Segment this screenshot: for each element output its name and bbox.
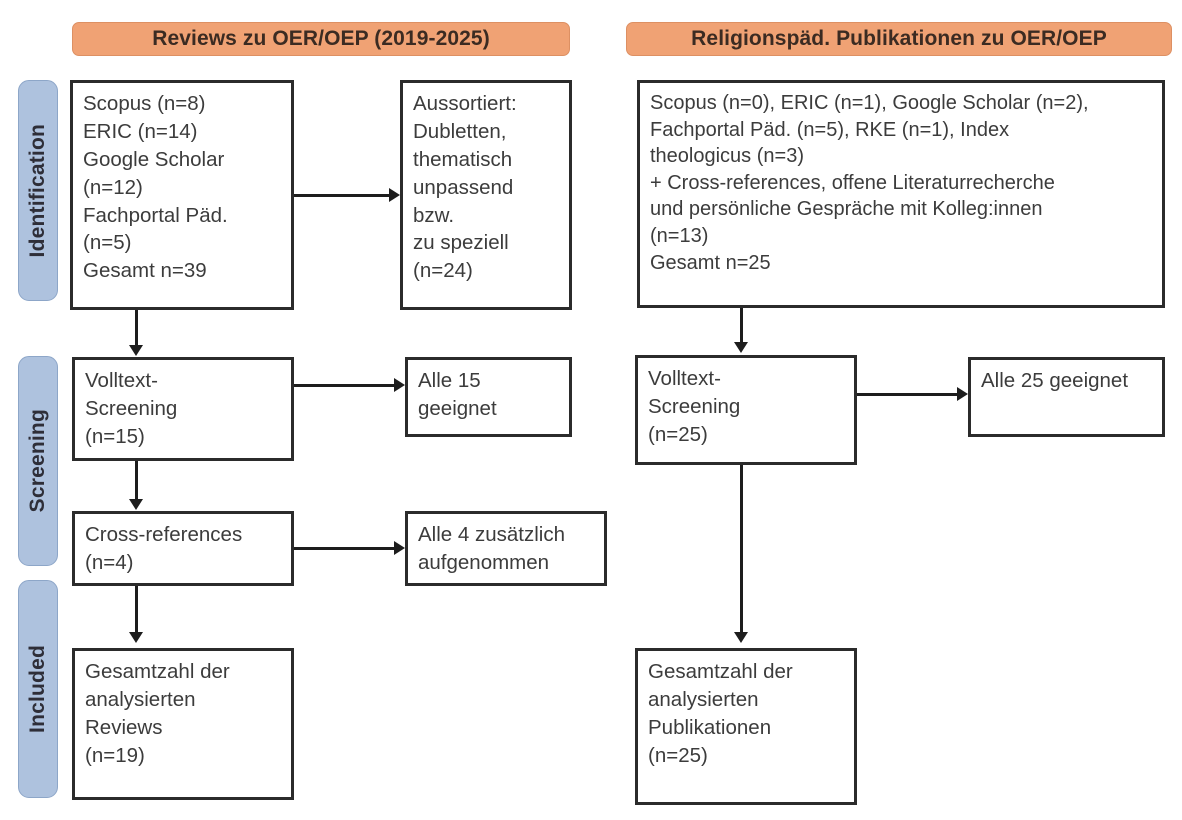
connector-reviews-crossrefs-to-included	[135, 586, 138, 632]
column-header-publications: Religionspäd. Publikationen zu OER/OEP	[626, 22, 1172, 56]
column-header-reviews: Reviews zu OER/OEP (2019-2025)	[72, 22, 570, 56]
box-publications-fulltext-result: Alle 25 geeignet	[968, 357, 1165, 437]
stage-bar-screening: Screening	[18, 356, 58, 566]
connector-reviews-fulltext-to-crossrefs	[135, 461, 138, 499]
arrowhead-publications-sources-to-fulltext	[734, 342, 748, 353]
arrowhead-publications-fulltext-to-result	[957, 387, 968, 401]
stage-bar-identification: Identification	[18, 80, 58, 301]
stage-bar-identification-label: Identification	[26, 123, 49, 258]
arrowhead-reviews-sources-to-fulltext	[129, 345, 143, 356]
connector-reviews-sources-to-fulltext	[135, 310, 138, 345]
box-publications-sources: Scopus (n=0), ERIC (n=1), Google Scholar…	[637, 80, 1165, 308]
connector-reviews-fulltext-to-result	[294, 384, 394, 387]
arrowhead-publications-fulltext-to-included	[734, 632, 748, 643]
arrowhead-reviews-sources-to-excluded	[389, 188, 400, 202]
stage-bar-included: Included	[18, 580, 58, 798]
box-publications-fulltext-screening: Volltext- Screening (n=25)	[635, 355, 857, 465]
connector-publications-fulltext-to-included	[740, 465, 743, 632]
stage-bar-screening-label: Screening	[26, 409, 49, 513]
box-reviews-fulltext-result: Alle 15 geeignet	[405, 357, 572, 437]
connector-publications-sources-to-fulltext	[740, 308, 743, 342]
arrowhead-reviews-fulltext-to-crossrefs	[129, 499, 143, 510]
arrowhead-reviews-crossrefs-to-included	[129, 632, 143, 643]
connector-reviews-sources-to-excluded	[294, 194, 389, 197]
box-reviews-included-total: Gesamtzahl der analysierten Reviews (n=1…	[72, 648, 294, 800]
box-publications-included-total: Gesamtzahl der analysierten Publikatione…	[635, 648, 857, 805]
box-reviews-excluded: Aussortiert: Dubletten, thematisch unpas…	[400, 80, 572, 310]
arrowhead-reviews-crossrefs-to-result	[394, 541, 405, 555]
connector-publications-fulltext-to-result	[857, 393, 957, 396]
box-reviews-cross-references-result: Alle 4 zusätzlich aufgenommen	[405, 511, 607, 586]
connector-reviews-crossrefs-to-result	[294, 547, 394, 550]
box-reviews-fulltext-screening: Volltext- Screening (n=15)	[72, 357, 294, 461]
arrowhead-reviews-fulltext-to-result	[394, 378, 405, 392]
stage-bar-included-label: Included	[26, 645, 49, 733]
box-reviews-cross-references: Cross-references (n=4)	[72, 511, 294, 586]
box-reviews-sources: Scopus (n=8) ERIC (n=14) Google Scholar …	[70, 80, 294, 310]
